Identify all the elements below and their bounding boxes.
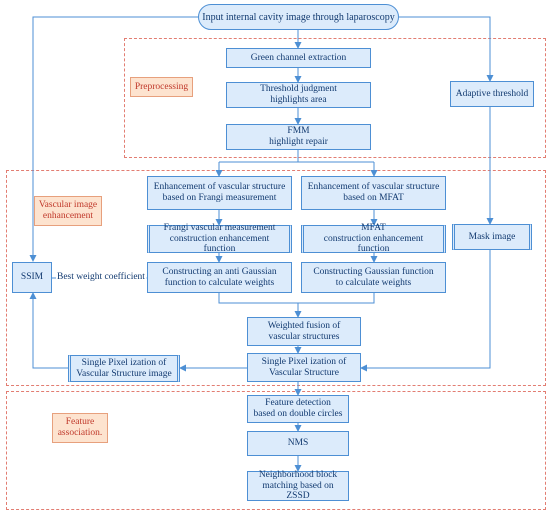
feature-association-group (6, 391, 546, 510)
vascular-enhancement-tag: Vascular image enhancement (34, 196, 102, 226)
gaussian-weights-node: Constructing Gaussian function to calcul… (301, 262, 446, 293)
threshold-judgment-node: Threshold judgment highlights area (226, 82, 371, 108)
best-weight-coefficient-label: Best weight coefficient (56, 272, 146, 282)
weighted-fusion-node: Weighted fusion of vascular structures (247, 317, 361, 346)
frangi-enhancement-node: Enhancement of vascular structure based … (147, 176, 292, 210)
preprocessing-group (124, 38, 546, 158)
feature-association-tag: Feature association. (52, 413, 108, 443)
anti-gaussian-weights-node: Constructing an anti Gaussian function t… (147, 262, 292, 293)
single-pixelization-image-node: Single Pixel ization of Vascular Structu… (68, 355, 180, 382)
ssim-node: SSIM (12, 262, 52, 293)
nms-node: NMS (247, 431, 349, 456)
green-channel-extraction-node: Green channel extraction (226, 48, 371, 68)
enhancement-group (6, 170, 546, 386)
mask-image-node: Mask image (452, 224, 532, 250)
frangi-enhancement-function-node: Frangi vascular measurement construction… (147, 223, 292, 254)
single-pixelization-node: Single Pixel ization of Vascular Structu… (247, 353, 361, 382)
mfat-enhancement-function-node: MFAT construction enhancement function (301, 223, 446, 254)
fmm-highlight-repair-node: FMM highlight repair (226, 124, 371, 150)
mfat-enhancement-node: Enhancement of vascular structure based … (301, 176, 446, 210)
feature-detection-node: Feature detection based on double circle… (247, 395, 349, 423)
preprocessing-tag: Preprocessing (130, 77, 193, 97)
adaptive-threshold-node: Adaptive threshold (450, 81, 534, 107)
start-input-node: Input internal cavity image through lapa… (198, 4, 399, 30)
block-matching-node: Neighborhood block matching based on ZSS… (247, 470, 349, 501)
